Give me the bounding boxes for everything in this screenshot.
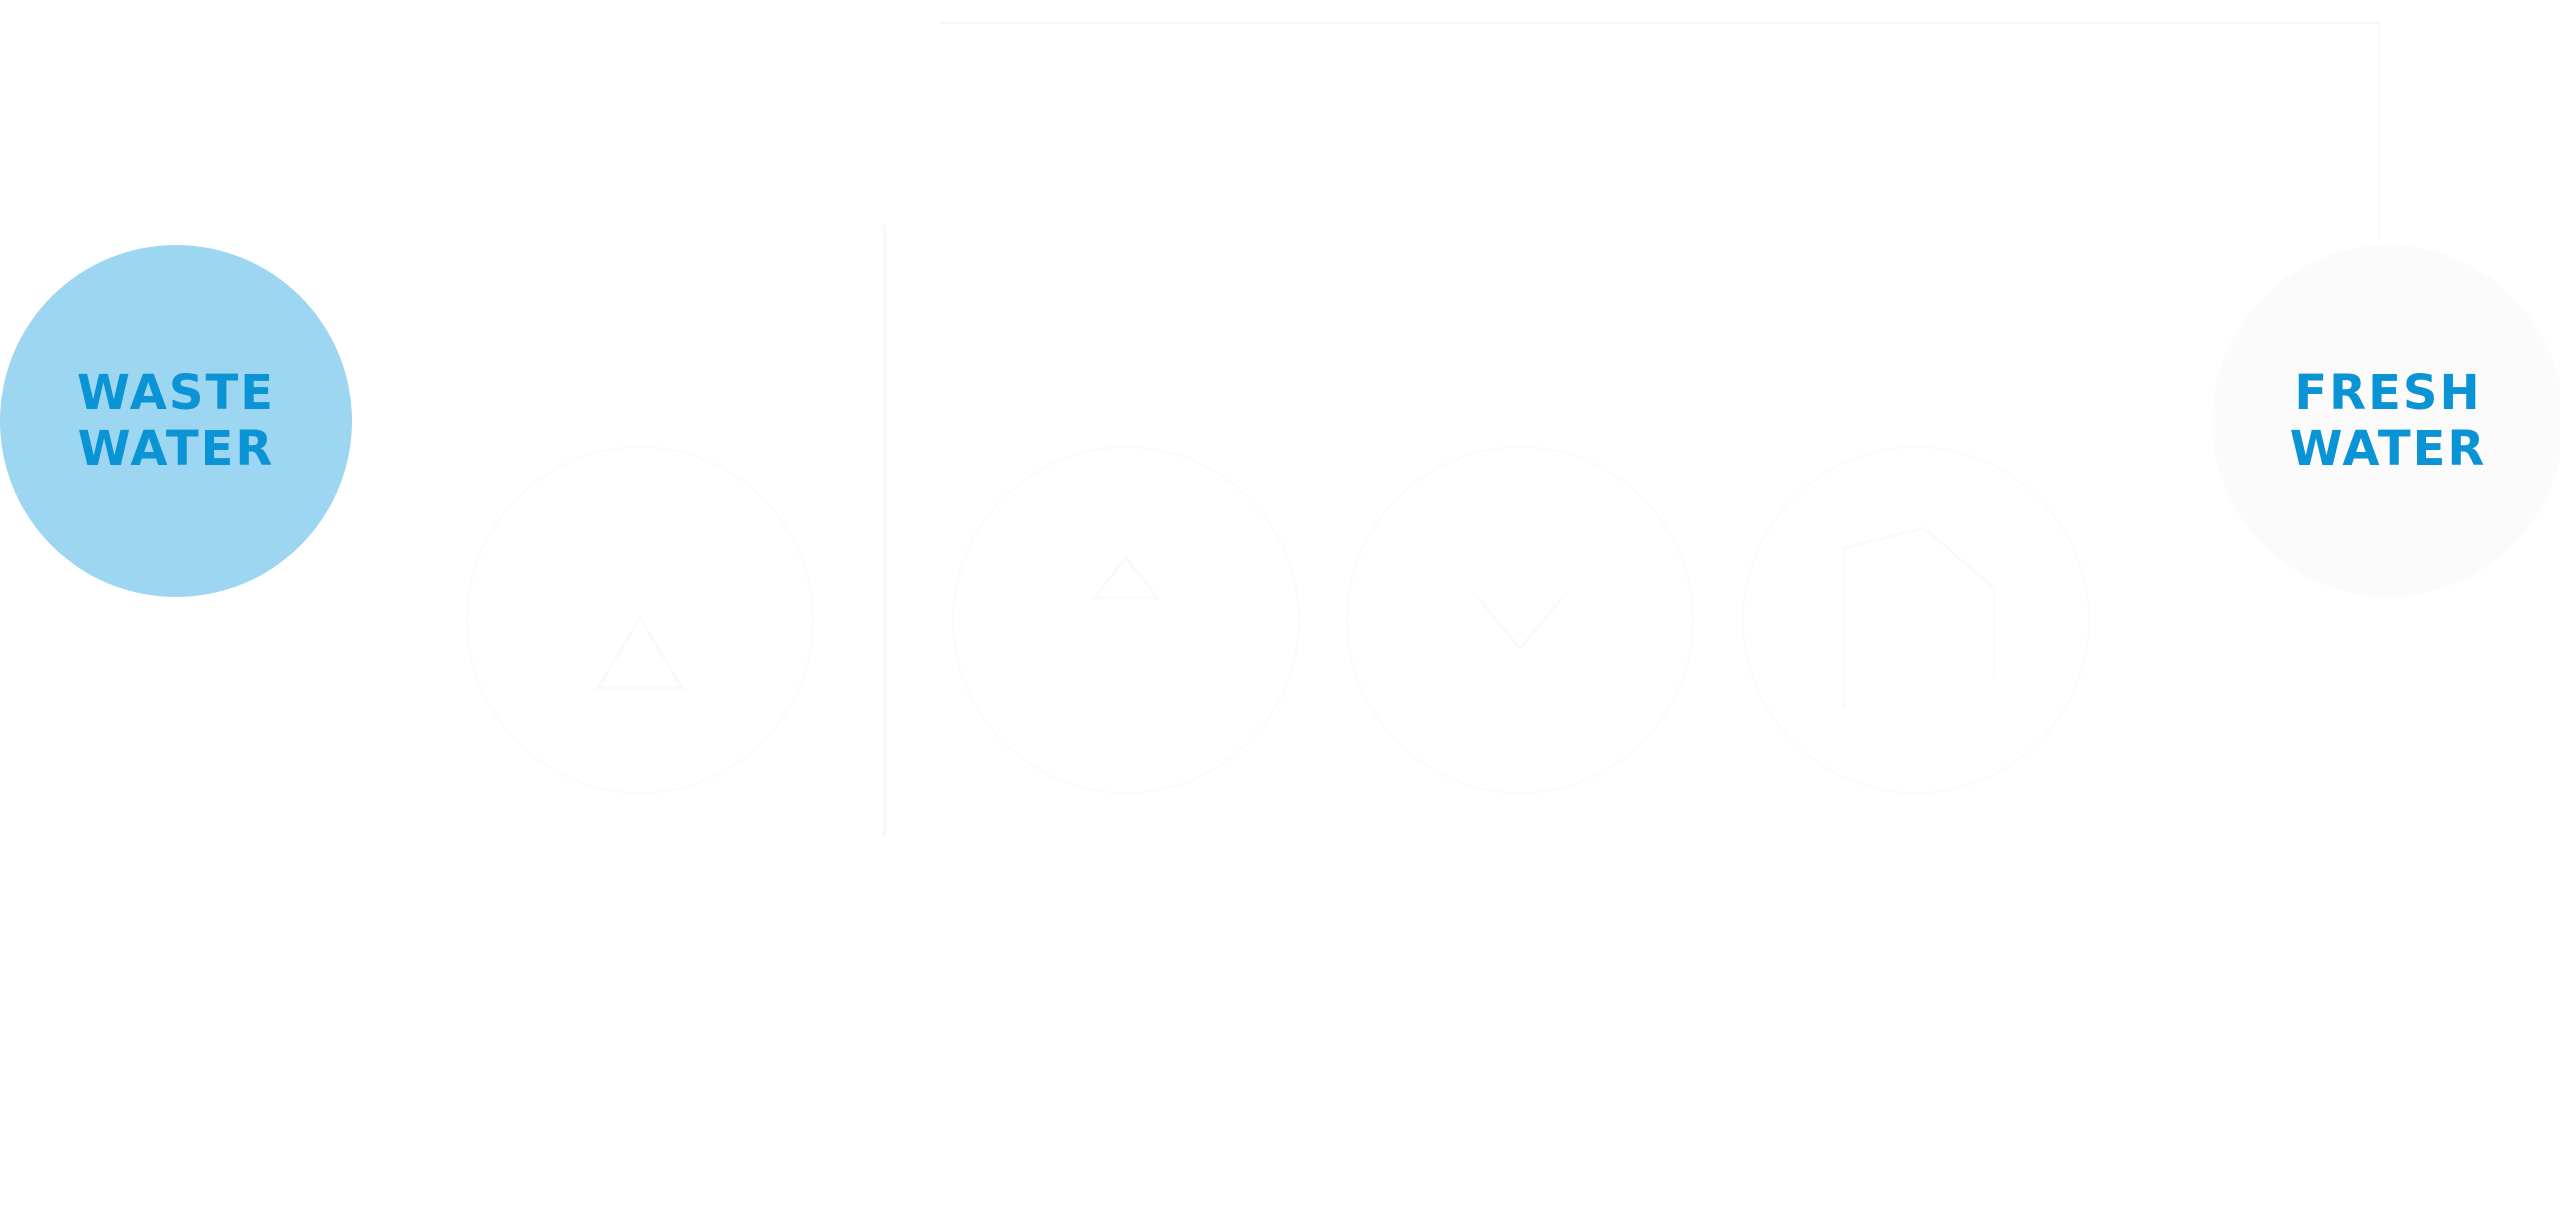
connector-right: [2378, 22, 2380, 242]
triangle-icon: [1090, 555, 1162, 600]
connector-top: [940, 22, 2380, 24]
fresh-water-label-line-2: WATER: [2289, 421, 2487, 477]
waste-water-node: WASTE WATER: [0, 245, 352, 597]
process-step-circle-3: [1346, 446, 1694, 794]
chevron-icon: [1476, 597, 1564, 651]
waste-water-label: WASTE WATER: [77, 365, 275, 477]
fresh-water-label: FRESH WATER: [2290, 365, 2487, 477]
drop-filter-icon: [595, 615, 685, 690]
process-step-circle-2: [952, 446, 1300, 794]
fresh-water-node: FRESH WATER: [2212, 245, 2560, 597]
waste-water-label-line-2: WATER: [77, 421, 275, 477]
fresh-water-label-line-1: FRESH: [2294, 365, 2482, 421]
faucet-icon: [1842, 526, 1996, 708]
process-step-circle-1: [466, 446, 814, 794]
waste-water-label-line-1: WASTE: [76, 365, 276, 421]
process-step-circle-4: [1742, 446, 2090, 794]
divider-line: [883, 225, 886, 837]
